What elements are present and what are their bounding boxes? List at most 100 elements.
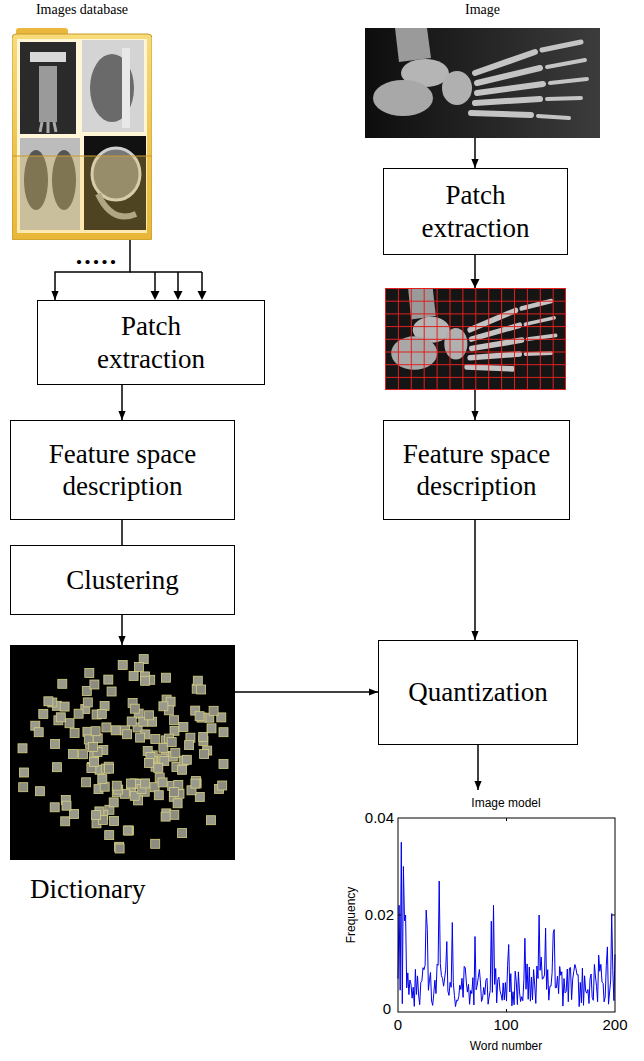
drawing-part (174, 291, 183, 300)
drawing-part (159, 702, 168, 711)
tick-label: 0 (394, 1017, 402, 1034)
drawing-part (161, 673, 170, 682)
drawing-part (136, 733, 145, 742)
drawing-part (91, 727, 100, 736)
drawing-part (111, 726, 120, 735)
axis-title: Word number (470, 1040, 542, 1053)
drawing-part (527, 335, 555, 339)
connector-arrow (474, 520, 476, 640)
drawing-part (62, 801, 71, 810)
drawing-part (144, 758, 153, 767)
axis-title: Frequency (345, 887, 358, 944)
drawing-part (105, 764, 114, 773)
drawing-part (395, 28, 431, 62)
drawing-part (102, 723, 111, 732)
drawing-part (200, 750, 209, 759)
node-label: Images database (36, 2, 128, 18)
drawing-part (56, 713, 65, 722)
drawing-part (170, 716, 179, 725)
drawing-part (206, 816, 215, 825)
drawing-part (373, 28, 587, 118)
drawing-part (52, 763, 61, 772)
drawing-part (525, 318, 554, 325)
drawing-part (547, 60, 585, 67)
drawing-part (12, 34, 152, 240)
process-box: Feature space description (383, 420, 570, 520)
image-database: Images database (12, 2, 152, 240)
drawing-part (130, 271, 202, 273)
connector-arrow (121, 615, 123, 645)
drawing-part (385, 288, 566, 390)
drawing-part (20, 42, 76, 134)
drawing-part (10, 645, 235, 860)
drawing-part (30, 52, 66, 62)
process-box: Quantization (378, 640, 578, 745)
drawing-part (159, 743, 168, 752)
drawing-part (179, 723, 188, 732)
node-label: Clustering (66, 564, 179, 596)
drawing-part (19, 768, 28, 777)
drawing-part (47, 122, 50, 133)
drawing-part (385, 364, 566, 365)
drawing-part (19, 783, 28, 792)
drawing-part (69, 750, 78, 759)
drawing-part (151, 839, 160, 848)
drawing-part (115, 844, 124, 853)
drawing-part (35, 787, 44, 796)
drawing-part (110, 817, 119, 826)
drawing-part (177, 272, 179, 292)
drawing-part (90, 757, 99, 766)
drawing-part (18, 655, 228, 853)
drawing-part (385, 326, 566, 327)
drawing-part (154, 272, 156, 292)
drawing-part (154, 763, 163, 772)
drawing-part (385, 389, 566, 390)
drawing-part (209, 706, 218, 715)
drawing-part (82, 778, 91, 787)
drawing-part (444, 328, 467, 360)
node-label: Quantization (408, 676, 547, 708)
drawing-part (173, 799, 182, 808)
drawing-part (471, 42, 587, 118)
drawing-part (385, 301, 566, 302)
drawing-part (90, 680, 99, 689)
drawing-part (373, 80, 433, 116)
frequency-plot (398, 818, 615, 1012)
drawing-part (477, 68, 540, 83)
node-label: Dictionary (30, 874, 145, 905)
tick-label: 100 (493, 1017, 518, 1034)
drawing-part (130, 704, 139, 713)
drawing-part (51, 739, 60, 748)
drawing-part (542, 42, 581, 50)
drawing-part (538, 116, 569, 118)
drawing-part (398, 915, 401, 916)
drawing-part (207, 724, 216, 733)
drawing-part (398, 842, 615, 1006)
drawing-part (475, 99, 540, 103)
drawing-part (123, 826, 132, 835)
drawing-part (167, 738, 176, 747)
drawing-part (61, 817, 70, 826)
drawing-part (70, 728, 79, 737)
drawing-part (385, 313, 566, 314)
node-label: Feature space description (28, 438, 218, 503)
drawing-part (218, 781, 227, 790)
drawing-part (219, 728, 228, 737)
drawing-part (109, 798, 118, 807)
drawing-part (219, 760, 228, 769)
process-box: Feature space description (10, 420, 235, 520)
connector-arrow (477, 745, 479, 790)
tick-label: 0 (383, 1001, 391, 1018)
drawing-part (385, 288, 566, 289)
drawing-part (123, 730, 132, 739)
process-box: Patch extraction (383, 168, 568, 255)
ellipsis-dots: ..... (76, 242, 119, 271)
process-box: Patch extraction (37, 300, 265, 385)
drawing-part (198, 291, 207, 300)
drawing-part (50, 803, 59, 812)
foot-xray (365, 28, 600, 138)
drawing-part (161, 812, 170, 821)
drawing-part (107, 687, 116, 696)
drawing-part (470, 354, 520, 358)
drawing-part (477, 84, 543, 93)
